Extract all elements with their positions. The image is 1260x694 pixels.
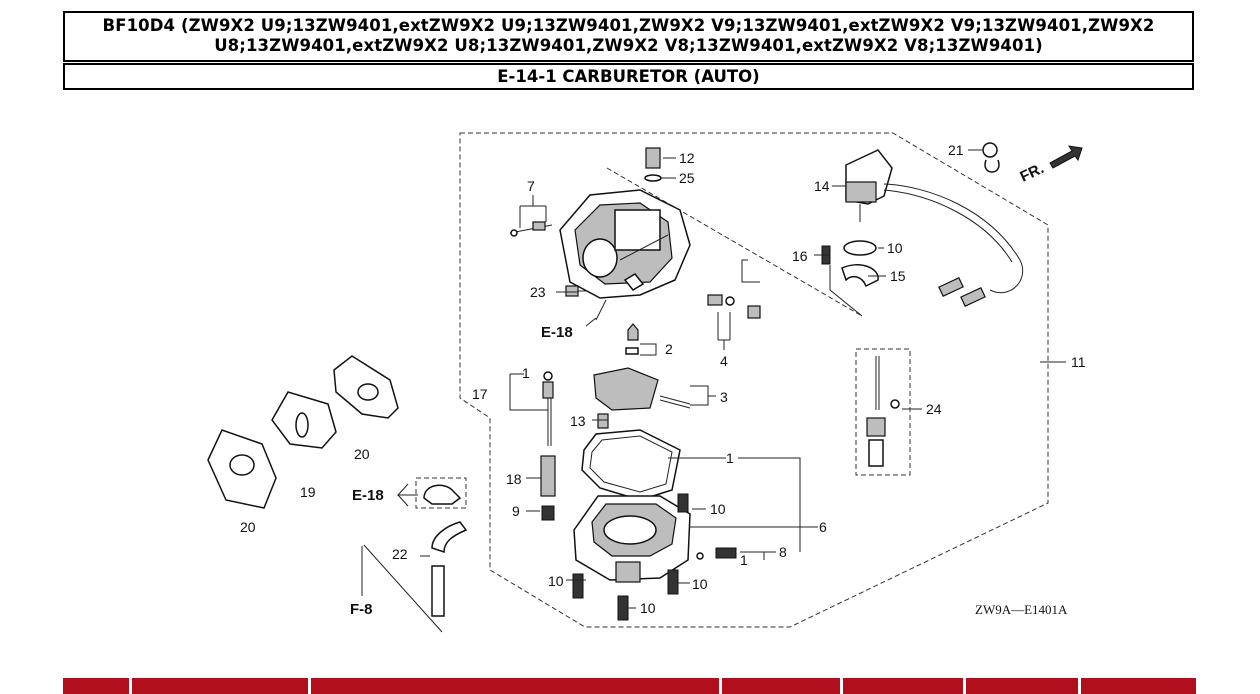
callout-23: 23 xyxy=(530,284,546,300)
callout-1-mid: 1 xyxy=(726,450,734,466)
e18-top-label: E-18 xyxy=(541,324,573,341)
fr-label: FR. xyxy=(1018,160,1047,186)
callout-12: 12 xyxy=(679,150,695,166)
e18-pointer xyxy=(585,317,597,327)
e18-arrow-icon xyxy=(396,483,418,507)
callout-9: 10 xyxy=(887,240,903,256)
nozzle-18 xyxy=(540,455,556,497)
model-line-text: BF10D4 (ZW9X2 U9;13ZW9401,extZW9X2 U9;13… xyxy=(102,16,1155,55)
callout-20-upper: 20 xyxy=(354,446,370,462)
callout-7: 7 xyxy=(527,178,535,194)
f8-label: F-8 xyxy=(350,601,373,618)
kit-line xyxy=(606,167,863,317)
e18-left-label: E-18 xyxy=(352,487,384,504)
callout-20-lower: 20 xyxy=(240,519,256,535)
carburetor-body xyxy=(559,189,691,321)
bottom-bar-cell-4[interactable] xyxy=(722,678,840,694)
callout-4: 4 xyxy=(720,353,728,369)
callout-17: 17 xyxy=(472,386,488,402)
callout-10-b: 10 xyxy=(548,573,564,589)
float-chamber-5 xyxy=(573,495,691,583)
float-3 xyxy=(593,367,691,411)
callout-5: 6 xyxy=(819,519,827,535)
screw-10-c xyxy=(667,569,679,595)
bottom-bar-cell-3[interactable] xyxy=(311,678,719,694)
bottom-bar-cell-1[interactable] xyxy=(63,678,129,694)
callout-15: 15 xyxy=(890,268,906,284)
callout-numbers: 12 25 7 23 2 4 3 1 17 13 1 18 9 10 6 1 8… xyxy=(240,142,1086,616)
screw-13 xyxy=(597,413,609,429)
jet-8 xyxy=(541,505,555,521)
callout-13: 13 xyxy=(570,413,586,429)
callout-1-top: 1 xyxy=(522,365,530,381)
screw-23 xyxy=(565,285,588,297)
callout-22: 22 xyxy=(392,546,408,562)
callout-24: 24 xyxy=(926,401,942,417)
callout-2: 2 xyxy=(665,341,673,357)
bottom-bar-cell-2[interactable] xyxy=(132,678,308,694)
bottom-bar-cell-6[interactable] xyxy=(966,678,1078,694)
screw-10-b xyxy=(572,573,584,599)
assembly-outline xyxy=(459,132,1049,628)
section-title: E-14-1 CARBURETOR (AUTO) xyxy=(497,67,760,86)
callout-3: 3 xyxy=(720,389,728,405)
screw-10-a xyxy=(677,493,689,513)
callout-21: 21 xyxy=(948,142,964,158)
drawing-code: ZW9A—E1401A xyxy=(975,602,1068,617)
callout-19: 19 xyxy=(300,484,316,500)
callout-18: 18 xyxy=(506,471,522,487)
callout-10-c: 10 xyxy=(692,576,708,592)
clamp-21 xyxy=(982,142,1000,173)
callout-14: 14 xyxy=(814,178,830,194)
kit-24-box xyxy=(855,348,911,476)
fr-arrow-icon xyxy=(1049,145,1083,169)
bottom-bar-cell-7[interactable] xyxy=(1081,678,1196,694)
clip-15 xyxy=(841,264,879,288)
needle-2 xyxy=(625,323,639,355)
kit-e18-box xyxy=(415,477,467,509)
hose-22 xyxy=(361,521,468,633)
leader-lines xyxy=(420,149,1066,609)
callout-25: 25 xyxy=(679,170,695,186)
bottom-bar-cell-5[interactable] xyxy=(843,678,963,694)
callout-16: 16 xyxy=(792,248,808,264)
callout-6: 8 xyxy=(779,544,787,560)
callout-10-d: 10 xyxy=(640,600,656,616)
callout-1-low: 1 xyxy=(740,552,748,568)
screw-6 xyxy=(696,547,737,560)
callout-8: 9 xyxy=(512,503,520,519)
pilot-screw-kit-24 xyxy=(866,356,900,467)
washer-9 xyxy=(843,240,877,256)
callout-10-a: 10 xyxy=(710,501,726,517)
screw-10-d xyxy=(617,595,629,621)
auto-choke-14 xyxy=(845,149,1024,307)
section-title-box: E-14-1 CARBURETOR (AUTO) xyxy=(63,63,1194,90)
jet-assembly-17 xyxy=(542,371,554,446)
model-header: BF10D4 (ZW9X2 U9;13ZW9401,extZW9X2 U9;13… xyxy=(63,11,1194,62)
callout-11: 11 xyxy=(1071,354,1086,370)
screw-7 xyxy=(509,221,553,237)
screw-4 xyxy=(707,294,761,319)
jet-12 xyxy=(644,147,662,182)
bottom-nav-bar xyxy=(63,678,1196,694)
